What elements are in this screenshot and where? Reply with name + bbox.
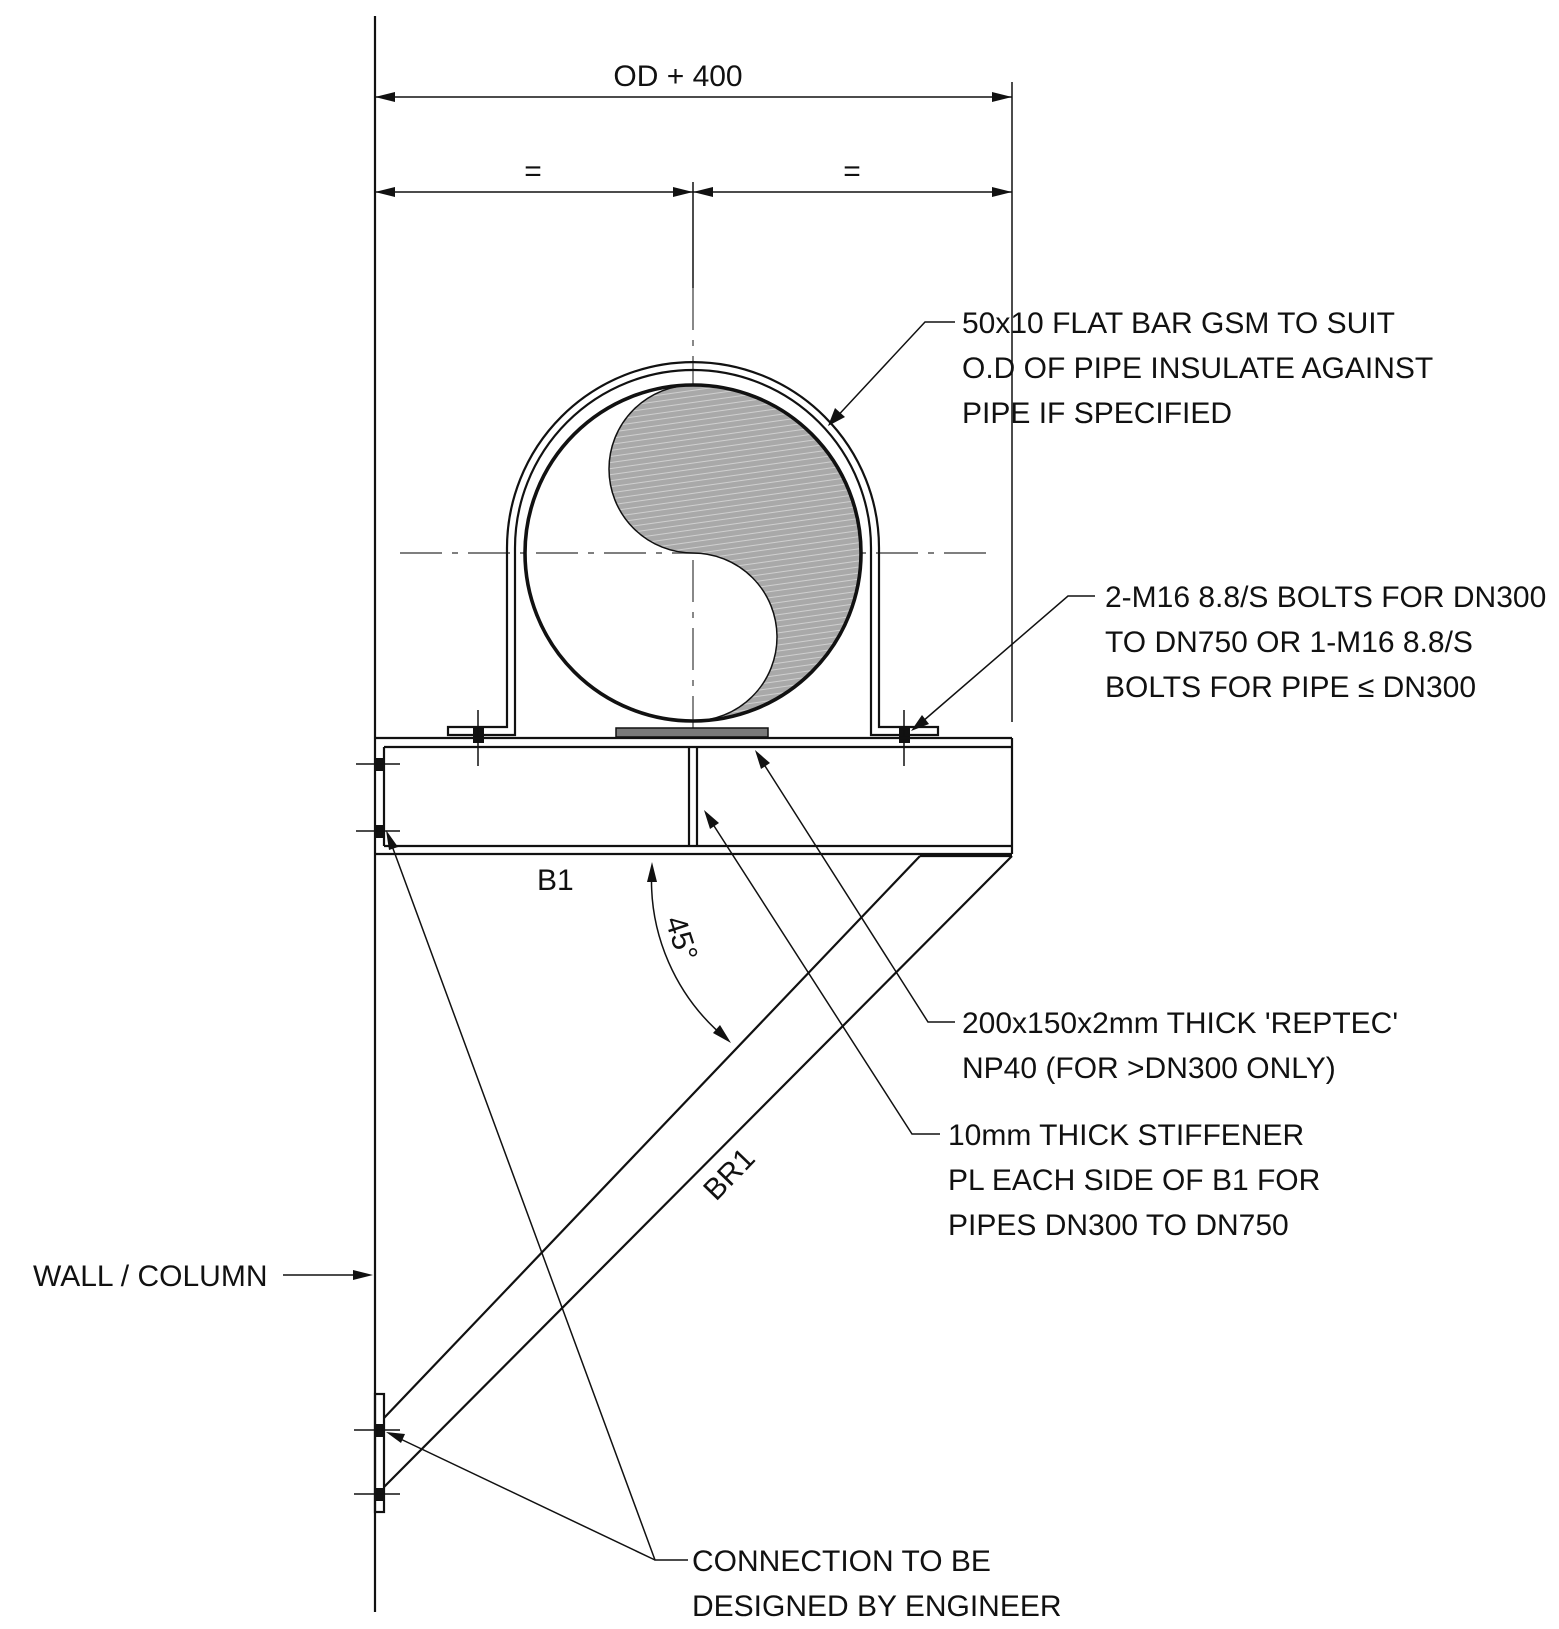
pipe-section	[523, 383, 863, 723]
stiffener-leader	[704, 810, 940, 1135]
connection-note-line-1: CONNECTION TO BE	[692, 1545, 991, 1578]
overall-dimension-label: OD + 400	[613, 60, 742, 93]
brace-br1	[383, 854, 1013, 1488]
pipe-outline	[523, 383, 863, 723]
half-dimensions: = =	[375, 155, 1012, 288]
reptec-pad	[615, 727, 769, 738]
flat-bar-leader	[828, 321, 955, 426]
flat-bar-clamp	[446, 360, 940, 737]
brace-label: BR1	[697, 1142, 761, 1207]
bolts-leader	[911, 595, 1095, 731]
flat-bar-note-line-3: PIPE IF SPECIFIED	[962, 397, 1232, 430]
pipe-section-hatch	[609, 385, 861, 721]
wall-column-label: WALL / COLUMN	[33, 1260, 267, 1293]
angle-label: 45°	[658, 912, 703, 965]
overall-dimension: OD + 400	[375, 60, 1013, 722]
flat-bar-note-line-1: 50x10 FLAT BAR GSM TO SUIT	[962, 307, 1395, 340]
beam-label: B1	[537, 864, 574, 897]
reptec-note-line-1: 200x150x2mm THICK 'REPTEC'	[962, 1007, 1398, 1040]
stiffener-note-line-3: PIPES DN300 TO DN750	[948, 1209, 1289, 1242]
right-half-dimension-label: =	[843, 155, 861, 188]
bolts-note-line-3: BOLTS FOR PIPE ≤ DN300	[1105, 671, 1476, 704]
connection-note-line-2: DESIGNED BY ENGINEER	[692, 1590, 1062, 1623]
brace-base-plate	[354, 1392, 400, 1514]
left-half-dimension-label: =	[524, 155, 542, 188]
beam-b1	[375, 736, 1014, 856]
reptec-leader	[755, 750, 955, 1023]
wall-column-leader	[283, 1270, 373, 1280]
beam-wall-bolt-bottom	[356, 825, 400, 838]
bolts-note-line-1: 2-M16 8.8/S BOLTS FOR DN300	[1105, 581, 1546, 614]
angle-dimension: 45°	[647, 862, 731, 1043]
reptec-note-line-2: NP40 (FOR >DN300 ONLY)	[962, 1052, 1336, 1085]
beam-wall-bolt-top	[356, 758, 400, 771]
bolts-note-line-2: TO DN750 OR 1-M16 8.8/S	[1105, 626, 1473, 659]
flat-bar-note-line-2: O.D OF PIPE INSULATE AGAINST	[962, 352, 1433, 385]
connection-leaders	[386, 830, 688, 1561]
stiffener-note-line-1: 10mm THICK STIFFENER	[948, 1119, 1304, 1152]
stiffener-note-line-2: PL EACH SIDE OF B1 FOR	[948, 1164, 1320, 1197]
